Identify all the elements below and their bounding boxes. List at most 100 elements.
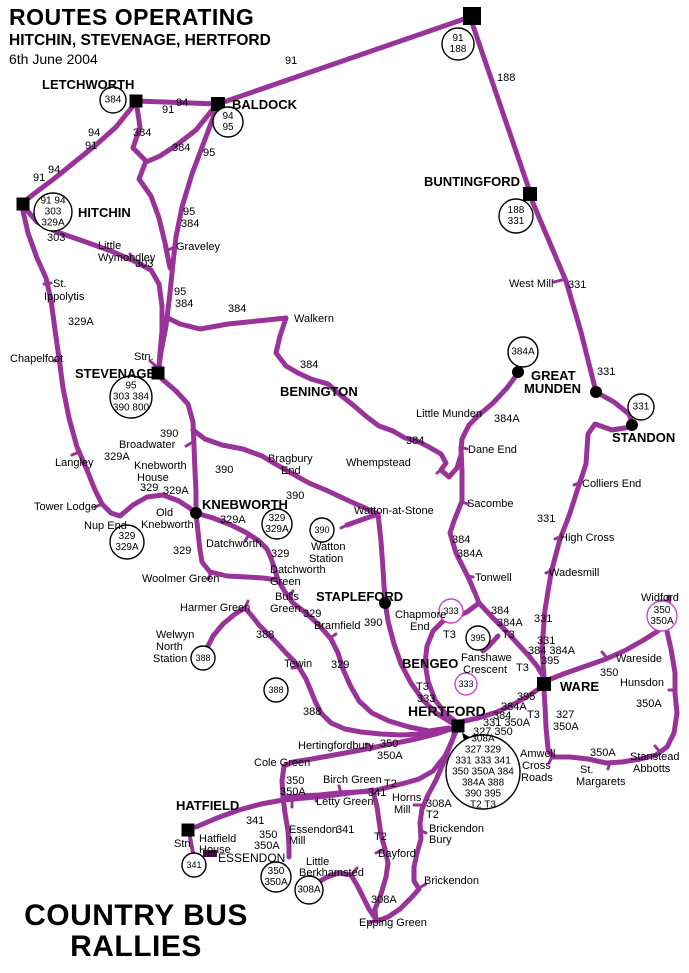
roundel-text: T2 T3 [470,800,496,811]
map-label: STAPLEFORD [316,589,403,604]
route-roundel: 333 [454,672,478,696]
place-tick [286,589,295,599]
roundel-text: 333 [443,606,458,616]
roundel-text: 384 [105,95,122,106]
map-label: KNEBWORTH [202,497,288,512]
map-label: 390 [286,490,304,502]
place-tick [166,245,177,252]
map-label: 329 [173,545,191,557]
map-label: Berkhamsted [299,867,364,879]
map-label: 327 [556,709,574,721]
map-label: Stanstead [630,751,680,763]
map-label: Roads [521,772,553,784]
route-line [130,104,173,271]
map-label: Stn. [134,351,154,363]
place-tick [544,568,555,575]
map-label: 384 [493,710,511,722]
map-label: 390 [160,428,178,440]
map-label: Bury [429,834,452,846]
roundel-text: 95 [125,381,137,392]
map-label: ESSENDON [218,851,285,865]
map-label: 331 350A [483,717,531,729]
route-roundel: 333 [438,598,464,624]
title-line-2: HITCHIN, STEVENAGE, HERTFORD [9,32,271,49]
map-label: 329 [140,482,158,494]
route-line [375,511,455,726]
map-label: Graveley [176,241,221,253]
place-tick [70,450,81,457]
route-line [133,98,221,107]
route-line [447,444,482,606]
roundel-text: 395 [470,633,485,643]
map-label: T3 [502,629,515,641]
route-line [344,511,381,528]
map-label: 350A [254,840,280,852]
route-line [457,685,543,725]
map-label: 384A [457,548,483,560]
map-label: St. [53,278,66,290]
route-line [539,421,634,681]
roundel-text: 388 [268,685,283,695]
map-label: LETCHWORTH [42,77,134,92]
map-label: 329A [104,451,130,463]
place-tick [206,571,213,581]
map-label: Station [153,653,187,665]
route-line [593,389,635,426]
route-line [279,763,292,860]
map-label: 384 384A [528,645,576,657]
junction-dot [379,597,391,609]
roundel-text: 331 [633,402,650,413]
map-label: Little [98,240,121,252]
map-label: 350A [590,747,616,759]
station-stevenage [151,366,165,380]
place-tick [42,281,53,286]
map-label: Sacombe [467,498,513,510]
map-label: End [410,621,430,633]
map-label: HERTFORD [408,703,486,719]
roundel-text: 91 94 [40,196,65,207]
roundel-text: 94 [222,111,234,122]
route-roundel: 384 [99,86,127,114]
roundel-text: 91 [452,33,464,44]
map-label: Stn [174,838,191,850]
route-line [22,103,136,204]
place-tick [148,359,159,369]
map-label: Hunsdon [620,677,664,689]
route-line [193,510,281,583]
map-label: Station [309,553,343,565]
roundel-text: 333 [458,679,473,689]
map-label: Letty Green [316,796,373,808]
map-label: 329 [331,659,349,671]
map-label: 395 [517,691,535,703]
map-label: Watton-at-Stone [354,505,434,517]
route-line [215,14,473,107]
map-label: Knebworth [141,519,194,531]
route-line [20,208,105,507]
map-label: North [156,641,183,653]
place-tick [184,440,195,448]
route-roundel: 390 [309,517,335,543]
map-label: Bragbury [268,453,313,465]
map-label: Tonwell [475,572,512,584]
station-baldock [211,97,225,111]
map-label: Datchworth [206,538,262,550]
route-line [269,459,381,517]
map-label: 350A [280,786,306,798]
map-label: Mill [394,804,411,816]
map-label: Green [270,576,301,588]
map-title: ROUTES OPERATING HITCHIN, STEVENAGE, HER… [9,4,271,67]
map-label: 327 350 [473,726,513,738]
station-buntingford [523,187,537,201]
roundel-text: 384A [511,347,535,358]
station-letchworth [129,94,143,108]
roundel-text: 303 384 [113,392,150,403]
route-roundel: 395 [465,625,491,651]
map-label: 350A [636,698,662,710]
place-tick [600,650,609,660]
map-label: STANDON [612,430,675,445]
roundel-text: 303 [45,207,62,218]
